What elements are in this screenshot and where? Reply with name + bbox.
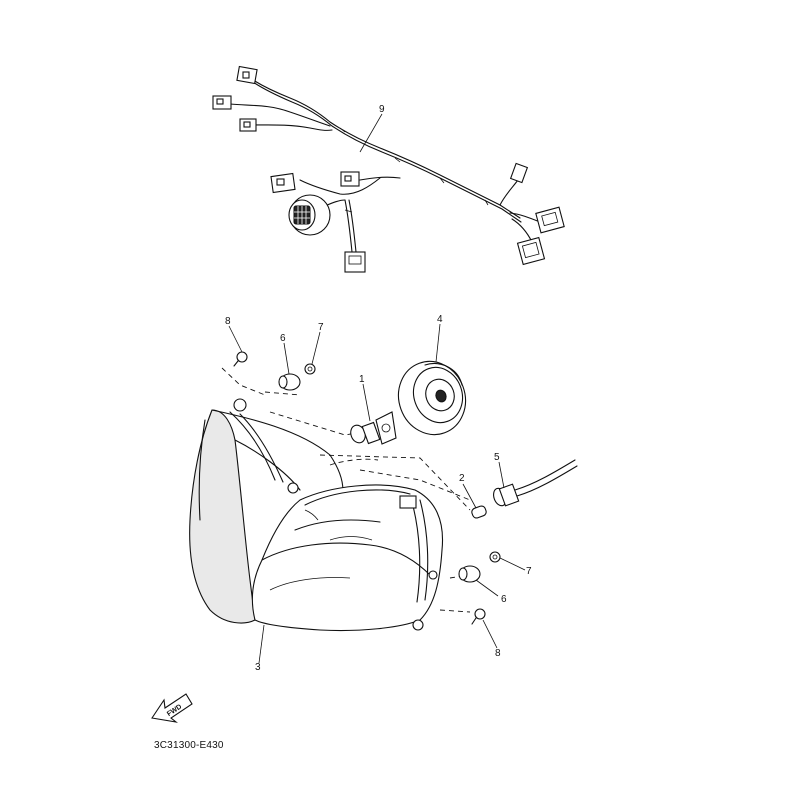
bolt-top — [304, 363, 316, 375]
leader-lines — [228, 113, 526, 664]
part-label-9: 9 — [379, 104, 385, 115]
collar-bottom — [458, 565, 481, 583]
headlight-housing — [189, 398, 444, 632]
collar-top — [278, 373, 301, 391]
part-label-5: 5 — [494, 452, 500, 463]
screw-top — [233, 351, 248, 367]
part-label-2: 2 — [459, 473, 465, 484]
part-label-6-bottom: 6 — [501, 594, 507, 605]
position-bulb — [471, 505, 487, 519]
screw-bottom — [471, 608, 486, 625]
part-label-1: 1 — [359, 374, 365, 385]
part-label-4: 4 — [437, 314, 443, 325]
part-label-3: 3 — [255, 662, 261, 673]
bulb-socket-cord — [493, 459, 578, 507]
part-label-8-bottom: 8 — [495, 648, 501, 659]
part-label-6-top: 6 — [280, 333, 286, 344]
part-label-7-top: 7 — [318, 322, 324, 333]
part-labels: 9 8 7 6 4 1 2 5 7 6 8 3 — [225, 104, 532, 673]
socket-cover — [397, 360, 467, 436]
part-label-8-top: 8 — [225, 316, 231, 327]
diagram-code: 3C31300-E430 — [154, 740, 224, 751]
part-label-7-bottom: 7 — [526, 566, 532, 577]
bolt-bottom — [489, 551, 501, 563]
headlight-bulb — [350, 411, 397, 445]
wire-harness — [212, 65, 565, 273]
fwd-arrow-icon: FWD — [151, 693, 193, 723]
